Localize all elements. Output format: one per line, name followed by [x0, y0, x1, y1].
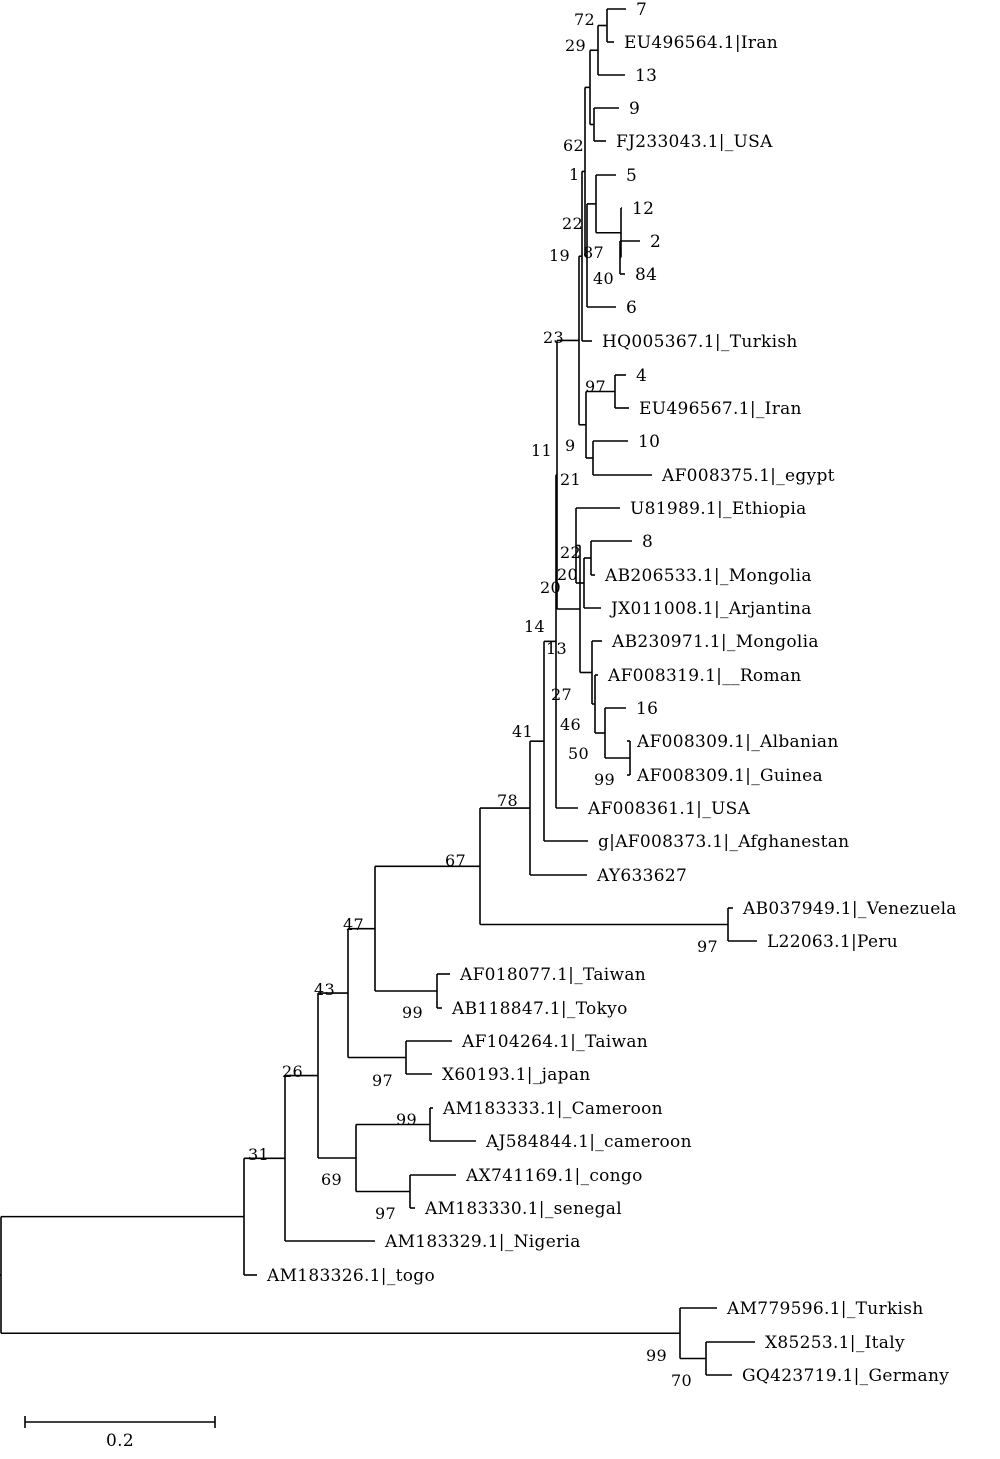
tip-label: L22063.1|Peru	[767, 932, 898, 952]
tip-labels: 7EU496564.1|Iran139FJ233043.1|_USA512284…	[266, 0, 957, 1386]
bootstrap-value: 69	[321, 1170, 342, 1189]
tip-label: EU496564.1|Iran	[624, 33, 778, 53]
tip-label: AF104264.1|_Taiwan	[461, 1032, 648, 1052]
bootstrap-value: 20	[540, 578, 561, 597]
tip-label: 16	[636, 699, 658, 719]
tip-label: 12	[632, 199, 654, 219]
tip-label: AF008319.1|__Roman	[607, 666, 802, 686]
tip-label: AF008361.1|_USA	[587, 799, 751, 819]
bootstrap-value: 78	[497, 791, 518, 810]
tip-label: 7	[636, 0, 647, 20]
bootstrap-value: 23	[543, 328, 564, 347]
bootstrap-value: 31	[248, 1145, 269, 1164]
bootstrap-value: 97	[375, 1204, 396, 1223]
bootstrap-value: 99	[396, 1110, 417, 1129]
tip-label: AF008375.1|_egypt	[661, 466, 835, 486]
bootstrap-value: 13	[546, 639, 567, 658]
tip-label: 10	[638, 432, 660, 452]
bootstrap-value: 97	[372, 1071, 393, 1090]
bootstrap-value: 22	[560, 543, 581, 562]
tip-label: AB230971.1|_Mongolia	[611, 632, 819, 652]
bootstrap-value: 99	[594, 770, 615, 789]
tip-label: FJ233043.1|_USA	[616, 132, 773, 152]
bootstrap-value: 62	[563, 136, 584, 155]
bootstrap-value: 9	[565, 436, 575, 455]
bootstrap-value: 40	[593, 269, 614, 288]
bootstrap-value: 27	[551, 685, 572, 704]
bootstrap-value: 19	[549, 246, 570, 265]
bootstrap-value: 11	[531, 441, 552, 460]
tip-label: 4	[636, 366, 647, 386]
bootstrap-value: 1	[569, 165, 579, 184]
tip-label: 13	[635, 66, 657, 86]
tip-label: GQ423719.1|_Germany	[742, 1366, 949, 1386]
bootstrap-value: 26	[282, 1062, 303, 1081]
tree-branches	[0, 8, 757, 1376]
bootstrap-value: 67	[445, 851, 466, 870]
bootstrap-value: 70	[671, 1371, 692, 1390]
tip-label: 84	[635, 265, 657, 285]
tip-label: g|AF008373.1|_Afghanestan	[598, 832, 849, 852]
tip-label: X60193.1|_japan	[442, 1065, 591, 1085]
tip-label: 6	[626, 298, 637, 318]
bootstrap-value: 50	[568, 744, 589, 763]
tip-label: EU496567.1|_Iran	[639, 399, 802, 419]
tip-label: AB118847.1|_Tokyo	[451, 999, 628, 1019]
bootstrap-value: 29	[565, 36, 586, 55]
tip-label: 9	[629, 99, 640, 119]
bootstrap-value: 41	[512, 722, 533, 741]
tip-label: AY633627	[596, 866, 687, 886]
tip-label: HQ005367.1|_Turkish	[602, 332, 798, 352]
tip-label: AF018077.1|_Taiwan	[459, 965, 646, 985]
tip-label: AF008309.1|_Guinea	[636, 766, 823, 786]
bootstrap-value: 99	[646, 1346, 667, 1365]
bootstrap-value: 47	[343, 915, 364, 934]
tip-label: 2	[650, 232, 661, 252]
tip-label: AF008309.1|_Albanian	[636, 732, 839, 752]
tip-label: AX741169.1|_congo	[465, 1166, 643, 1186]
tip-label: AB206533.1|_Mongolia	[604, 566, 812, 586]
scale-bar: 0.2	[24, 1416, 216, 1451]
tip-label: 8	[642, 532, 653, 552]
tip-label: AM779596.1|_Turkish	[726, 1299, 924, 1319]
bootstrap-value: 46	[560, 715, 581, 734]
scale-bar-label: 0.2	[106, 1431, 134, 1451]
tip-label: AM183333.1|_Cameroon	[442, 1099, 663, 1119]
bootstrap-value: 22	[562, 214, 583, 233]
bootstrap-value: 72	[574, 10, 595, 29]
bootstrap-value: 87	[583, 243, 604, 262]
bootstrap-value: 21	[560, 470, 581, 489]
bootstrap-value: 43	[314, 980, 335, 999]
tip-label: AB037949.1|_Venezuela	[742, 899, 957, 919]
tip-label: AM183329.1|_Nigeria	[384, 1232, 581, 1252]
tip-label: AM183330.1|_senegal	[424, 1199, 622, 1219]
bootstrap-value: 99	[402, 1003, 423, 1022]
tip-label: 5	[626, 166, 637, 186]
bootstrap-value: 14	[524, 617, 545, 636]
tip-label: U81989.1|_Ethiopia	[630, 499, 807, 519]
tip-label: AJ584844.1|_cameroon	[485, 1132, 692, 1152]
bootstrap-value: 97	[697, 937, 718, 956]
bootstrap-labels: 7229621228740192397921112220201413274650…	[248, 10, 718, 1390]
bootstrap-value: 20	[557, 565, 578, 584]
tip-label: AM183326.1|_togo	[266, 1266, 435, 1286]
tip-label: JX011008.1|_Arjantina	[609, 599, 812, 619]
bootstrap-value: 97	[585, 377, 606, 396]
tip-label: X85253.1|_Italy	[765, 1333, 905, 1353]
